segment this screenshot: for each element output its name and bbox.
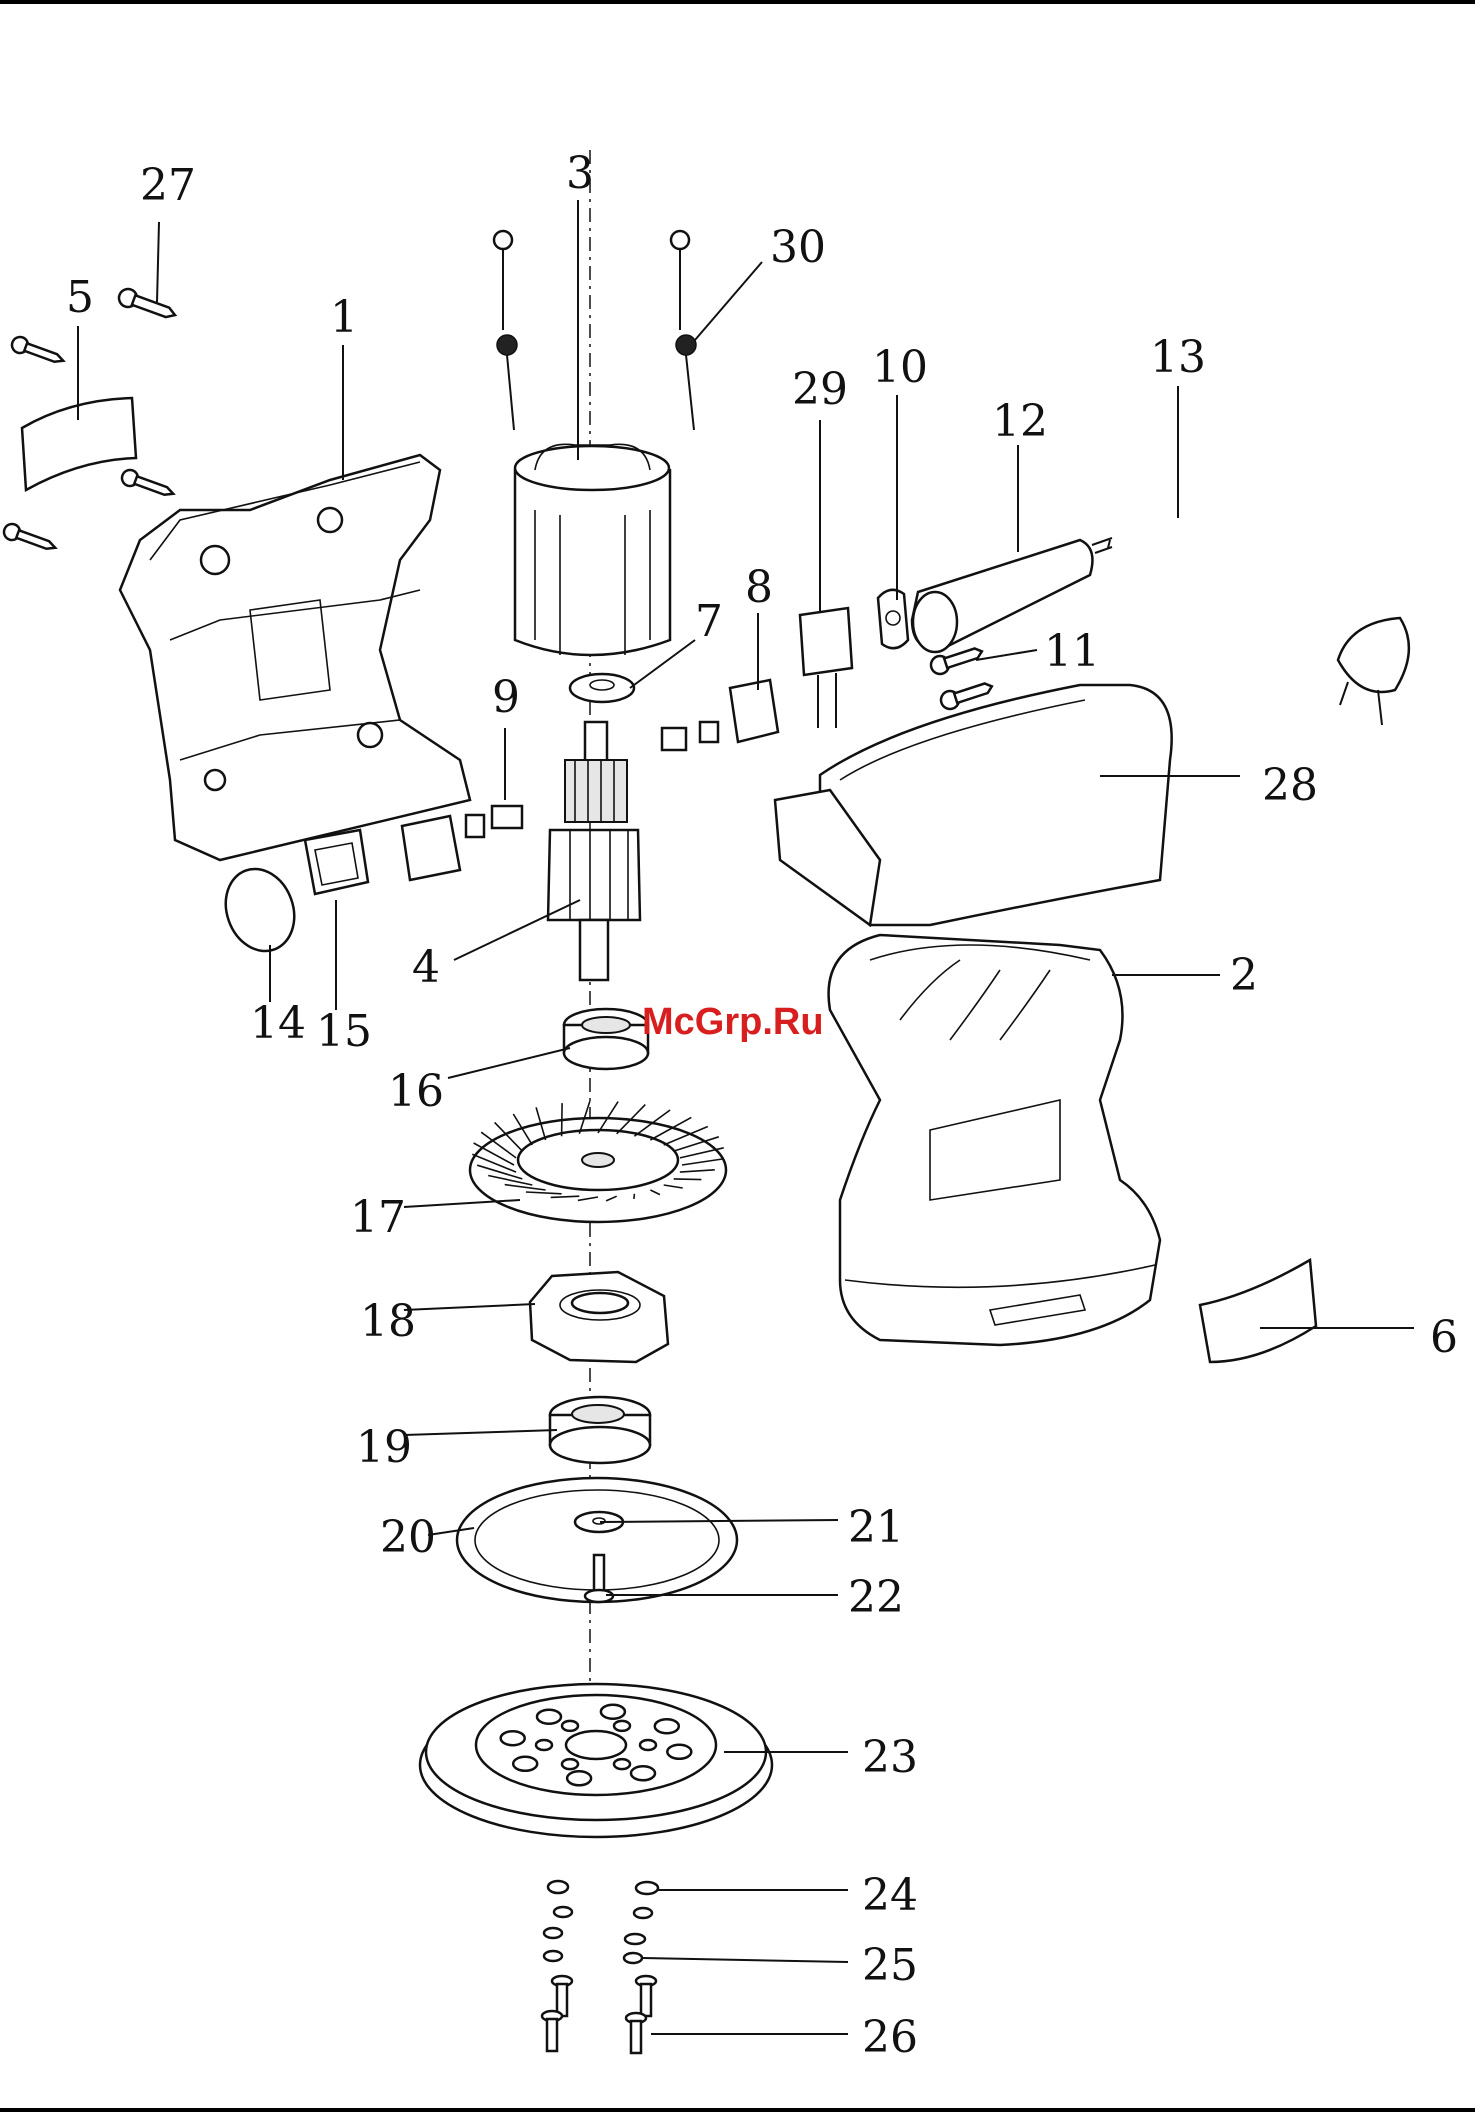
part-16-bearing	[564, 1009, 648, 1069]
watermark: McGrp.Ru	[642, 1001, 824, 1043]
label-1: 1	[330, 292, 358, 343]
label-25: 25	[862, 1940, 918, 1991]
label-8: 8	[745, 562, 773, 613]
part-6-label-sticker	[1200, 1260, 1316, 1362]
label-16: 16	[388, 1066, 444, 1117]
part-1-left-housing	[120, 455, 470, 860]
fan-blade	[562, 1103, 563, 1136]
part-13-power-cord	[1092, 463, 1420, 725]
label-9: 9	[492, 672, 520, 723]
part-30-lead-wires	[494, 231, 696, 430]
label-23: 23	[862, 1732, 918, 1783]
label-21: 21	[848, 1502, 904, 1553]
label-29: 29	[792, 364, 848, 415]
part-24-washers	[548, 1881, 658, 1918]
pad-dust-hole	[640, 1740, 656, 1750]
part-27-screw	[116, 286, 178, 323]
label-19: 19	[356, 1422, 412, 1473]
label-27: 27	[140, 160, 196, 211]
part-15-switch	[305, 830, 368, 894]
pad-dust-hole	[513, 1757, 537, 1771]
label-7: 7	[695, 596, 723, 647]
label-10: 10	[872, 342, 928, 393]
part-23-sanding-pad	[420, 1684, 772, 1837]
label-5: 5	[66, 272, 94, 323]
part-14-cap	[215, 859, 306, 961]
part-25-washers	[544, 1928, 645, 1963]
pad-dust-hole	[536, 1740, 552, 1750]
part-9-brush-holder	[402, 806, 522, 880]
label-14: 14	[250, 998, 306, 1049]
pad-dust-hole	[655, 1719, 679, 1733]
label-26: 26	[862, 2012, 918, 2063]
part-10-cord-clamp	[878, 590, 908, 648]
label-18: 18	[360, 1296, 416, 1347]
pad-dust-hole	[501, 1731, 525, 1745]
label-2: 2	[1230, 950, 1258, 1001]
part-28-rear-cover	[775, 685, 1172, 925]
pad-dust-hole	[667, 1745, 691, 1759]
part-17-fan	[470, 1101, 726, 1222]
label-3: 3	[566, 148, 594, 199]
pad-dust-hole	[601, 1705, 625, 1719]
part-19-bearing	[550, 1397, 650, 1463]
part-2-right-housing	[829, 935, 1160, 1345]
pad-dust-hole	[614, 1721, 630, 1731]
pad-dust-hole	[631, 1766, 655, 1780]
fan-blade	[634, 1194, 635, 1199]
label-17: 17	[350, 1192, 406, 1243]
part-4-armature	[548, 722, 640, 980]
part-26-screws	[542, 1976, 656, 2053]
pad-dust-hole	[614, 1759, 630, 1769]
pad-dust-hole	[537, 1710, 561, 1724]
part-7-bearing	[570, 674, 634, 702]
pad-dust-hole	[562, 1721, 578, 1731]
label-15: 15	[316, 1006, 372, 1057]
label-30: 30	[770, 222, 826, 273]
fan-blade	[674, 1179, 702, 1180]
pad-dust-hole	[562, 1759, 578, 1769]
label-13: 13	[1150, 332, 1206, 383]
pad-dust-hole	[567, 1771, 591, 1785]
part-29-capacitor	[800, 608, 852, 728]
label-20: 20	[380, 1512, 436, 1563]
label-4: 4	[412, 942, 440, 993]
part-3-stator	[515, 444, 670, 655]
part-8-brush-holder	[662, 680, 778, 750]
label-12: 12	[992, 396, 1048, 447]
label-22: 22	[848, 1572, 904, 1623]
label-28: 28	[1262, 760, 1318, 811]
label-6: 6	[1430, 1312, 1458, 1363]
part-11-screws	[929, 643, 995, 711]
label-24: 24	[862, 1870, 918, 1921]
part-18-adaptor	[530, 1272, 668, 1362]
label-11: 11	[1044, 626, 1100, 677]
